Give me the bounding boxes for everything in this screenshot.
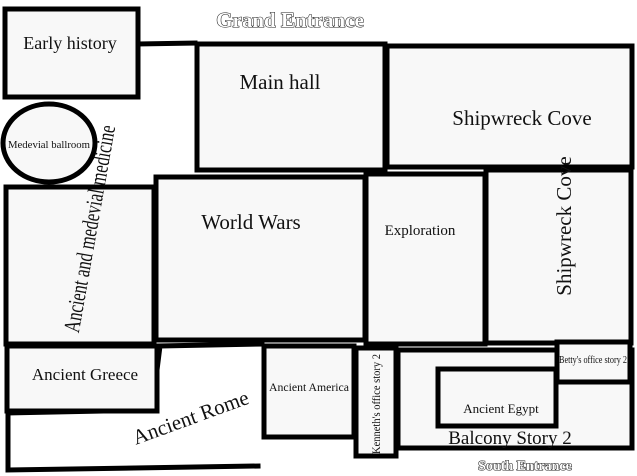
medieval-ballroom-room[interactable] xyxy=(0,101,98,185)
south-entrance-label: South Entrance xyxy=(478,459,572,474)
ancient-egypt-room[interactable] xyxy=(435,366,559,429)
early-history-room[interactable] xyxy=(2,6,141,100)
world-wars-label: World Wars xyxy=(201,210,300,234)
grand-entrance-label: Grand Entrance xyxy=(216,8,364,32)
world-wars-room[interactable] xyxy=(153,174,368,343)
ancient-greece-room[interactable] xyxy=(4,343,160,414)
ancient-egypt-label: Ancient Egypt xyxy=(463,401,539,416)
medieval-ballroom-label: Medevial ballroom xyxy=(8,139,90,151)
kenneths-office-label: Kenneth's office story 2 xyxy=(369,354,383,454)
shipwreck-cove-side-label: Shipwreck Cove xyxy=(552,156,576,295)
ancient-greece-label: Ancient Greece xyxy=(32,365,138,384)
shipwreck-cove-top-label: Shipwreck Cove xyxy=(452,106,591,130)
ancient-medieval-medicine-room[interactable] xyxy=(3,184,157,347)
bettys-office-label: Betty's office story 2 xyxy=(559,355,627,366)
ancient-america-label: Ancient America xyxy=(269,380,350,394)
south-outer-wall xyxy=(5,410,261,473)
main-hall-room[interactable] xyxy=(194,41,388,173)
shipwreck-cove-top-room[interactable] xyxy=(384,43,635,170)
exploration-room[interactable] xyxy=(363,171,488,347)
bettys-office-room[interactable] xyxy=(554,339,633,385)
main-hall-label: Main hall xyxy=(239,70,320,94)
kenneths-office-room[interactable] xyxy=(353,345,399,459)
shipwreck-cove-side-room[interactable] xyxy=(483,167,634,346)
connector-wall-top xyxy=(135,40,198,47)
balcony-label: Balcony Story 2 xyxy=(448,428,572,449)
exploration-label: Exploration xyxy=(385,223,456,239)
early-history-label: Early history xyxy=(23,33,116,53)
